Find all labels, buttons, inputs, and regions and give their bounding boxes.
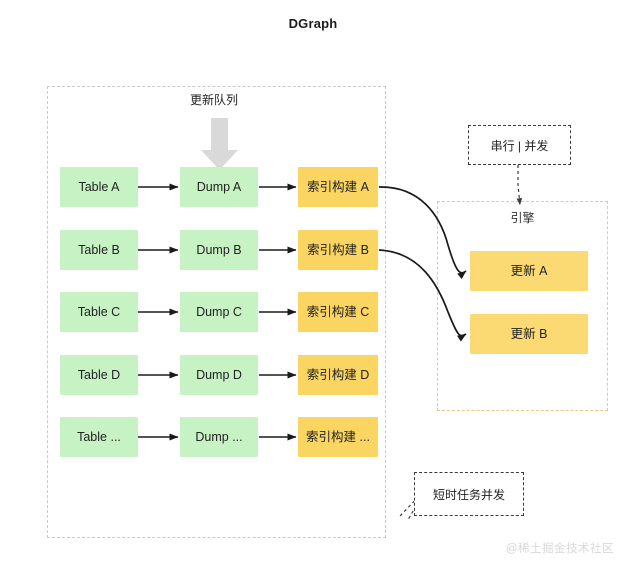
- dump-box[interactable]: Dump B: [180, 230, 258, 270]
- dump-box[interactable]: Dump A: [180, 167, 258, 207]
- page-title: DGraph: [288, 16, 338, 31]
- table-box[interactable]: Table D: [60, 355, 138, 395]
- index-build-box[interactable]: 索引构建 C: [298, 292, 378, 332]
- index-build-box[interactable]: 索引构建 A: [298, 167, 378, 207]
- watermark: @稀土掘金技术社区: [505, 543, 614, 555]
- callout-serial-concurrent: 串行 | 并发: [468, 125, 571, 165]
- callout-short-task-concurrency: 短时任务并发: [414, 472, 524, 516]
- dump-box[interactable]: Dump C: [180, 292, 258, 332]
- dump-box[interactable]: Dump D: [180, 355, 258, 395]
- engine-update-box[interactable]: 更新 B: [470, 314, 588, 354]
- update-queue-label: 更新队列: [190, 93, 239, 107]
- engine-update-box[interactable]: 更新 A: [470, 251, 588, 291]
- index-build-box[interactable]: 索引构建 B: [298, 230, 378, 270]
- table-box[interactable]: Table B: [60, 230, 138, 270]
- engine-label: 引擎: [510, 211, 535, 225]
- index-build-box[interactable]: 索引构建 D: [298, 355, 378, 395]
- index-build-box[interactable]: 索引构建 ...: [298, 417, 378, 457]
- table-box[interactable]: Table A: [60, 167, 138, 207]
- dump-box[interactable]: Dump ...: [180, 417, 258, 457]
- engine-group-box: 引擎: [437, 201, 608, 411]
- table-box[interactable]: Table C: [60, 292, 138, 332]
- table-box[interactable]: Table ...: [60, 417, 138, 457]
